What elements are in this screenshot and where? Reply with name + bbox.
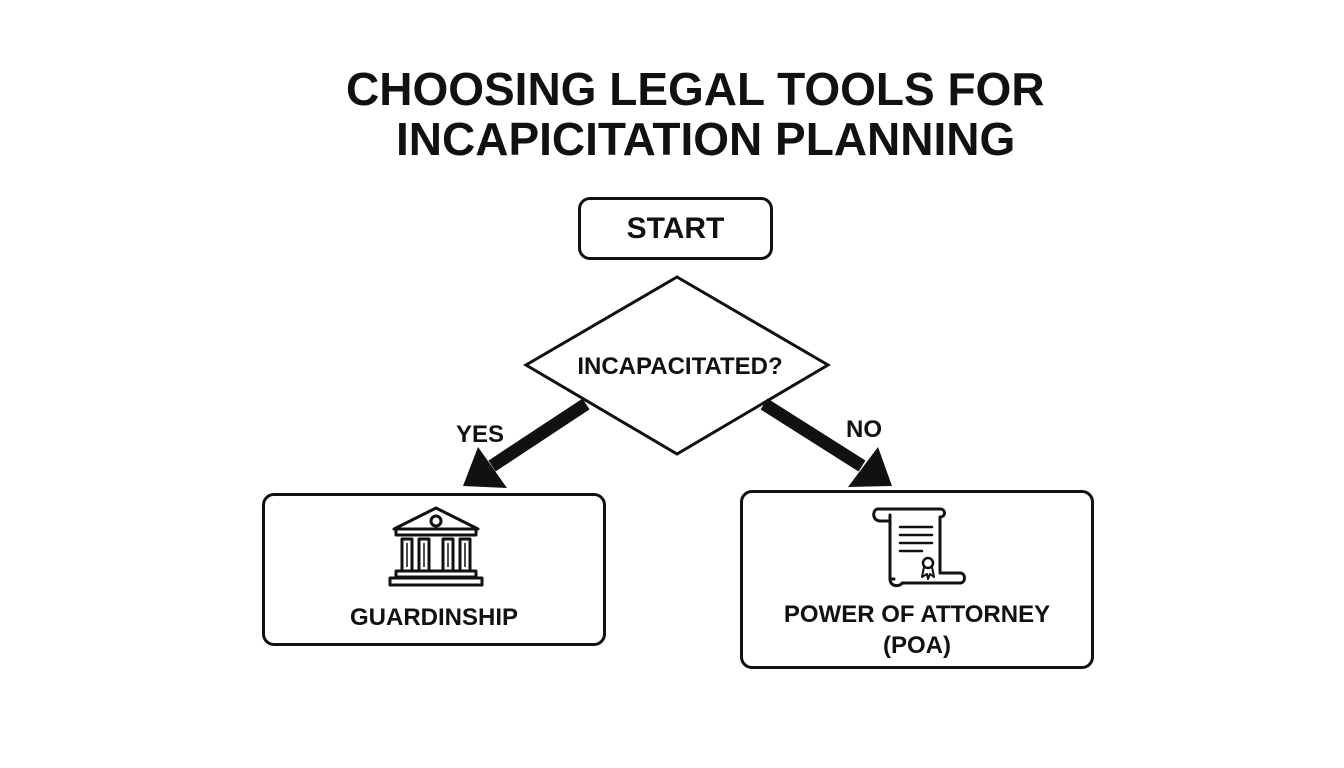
diagram-title-line-1: CHOOSING LEGAL TOOLS FOR: [346, 63, 1045, 115]
guardianship-label: GUARDINSHIP: [349, 604, 518, 631]
poa-label-line-2: (POA): [883, 632, 951, 659]
start-label: START: [626, 211, 725, 245]
courthouse-icon: [388, 505, 484, 589]
start-node: START: [578, 197, 773, 260]
poa-label-line-1: POWER OF ATTORNEY: [783, 601, 1051, 628]
decision-diamond: [523, 275, 831, 456]
diagram-title-line-2: INCAPICITATION PLANNING: [396, 113, 1016, 165]
no-arrow-shaft: [760, 398, 866, 472]
yes-arrow-head: [463, 447, 507, 488]
poa-node: POWER OF ATTORNEY (POA): [740, 490, 1094, 669]
document-scroll-icon: [870, 503, 966, 589]
no-branch-label: NO: [846, 416, 882, 443]
yes-branch-label: YES: [456, 421, 505, 448]
decision-label: INCAPACITATED?: [577, 353, 782, 380]
no-arrow-head: [848, 447, 892, 487]
yes-arrow-shaft: [488, 398, 590, 472]
